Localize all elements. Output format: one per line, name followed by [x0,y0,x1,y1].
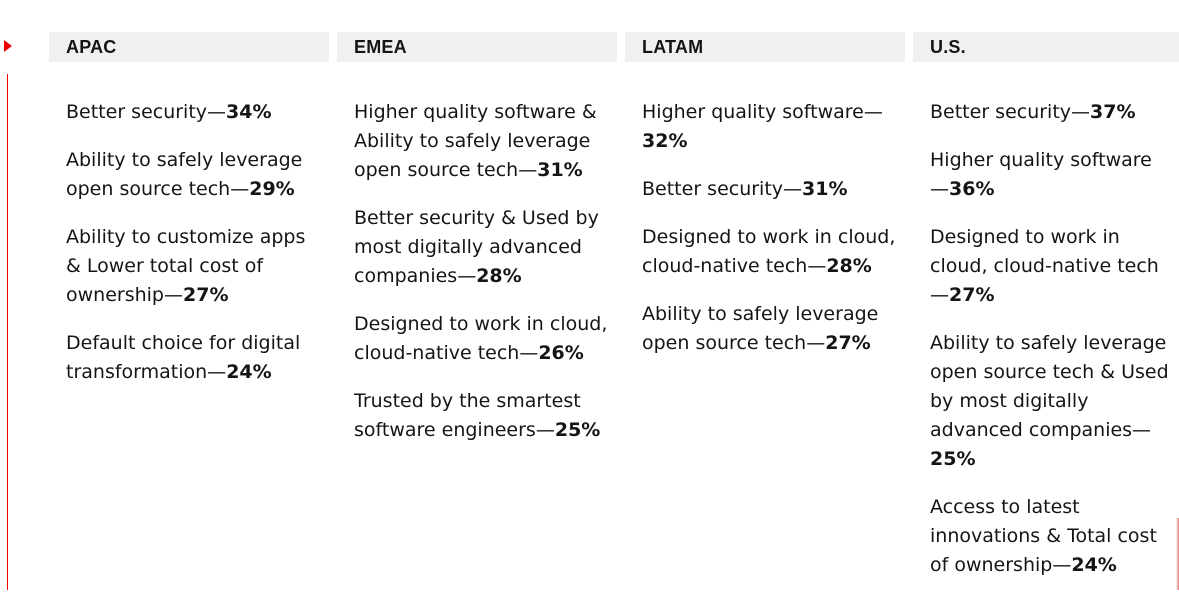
list-item: Better security & Used by most digitally… [354,207,599,287]
list-item: Higher quality software & Ability to saf… [354,101,597,181]
percentage-value: 26% [538,342,584,364]
percentage-value: 25% [930,448,976,470]
item-list-latam: Higher quality software—32% Better secur… [625,98,897,358]
percentage-value: 31% [537,159,583,181]
percentage-value: 29% [249,178,295,200]
percentage-value: 34% [226,101,272,123]
percentage-value: 24% [1071,554,1117,576]
percentage-value: 36% [949,178,995,200]
percentage-value: 27% [949,284,995,306]
column-apac: APAC Better security—34% Ability to safe… [49,32,329,599]
list-item: Ability to safely leverage open source t… [66,149,303,200]
region-columns: APAC Better security—34% Ability to safe… [49,32,1179,599]
list-item: Better security—37% [930,101,1136,123]
column-emea: EMEA Higher quality software & Ability t… [337,32,617,599]
percentage-value: 28% [826,255,872,277]
percentage-value: 32% [642,130,688,152]
percentage-value: 37% [1090,101,1136,123]
percentage-value: 24% [226,361,272,383]
percentage-value: 27% [825,332,871,354]
column-header-emea: EMEA [337,32,617,62]
item-list-us: Better security—37% Higher quality softw… [913,98,1170,580]
column-us: U.S. Better security—37% Higher quality … [913,32,1179,599]
list-item: Higher quality software—32% [642,101,883,152]
percentage-value: 28% [476,265,522,287]
column-header-latam: LATAM [625,32,905,62]
list-item: Designed to work in cloud, cloud-native … [354,313,608,364]
item-list-apac: Better security—34% Ability to safely le… [49,98,321,387]
list-item: Ability to safely leverage open source t… [642,303,879,354]
item-list-emea: Higher quality software & Ability to saf… [337,98,609,445]
accent-arrow-icon [4,40,12,52]
accent-rule [7,74,8,590]
edge-shadow [1176,518,1179,590]
list-item: Trusted by the smartest software enginee… [354,390,601,441]
list-item: Better security—31% [642,178,848,200]
percentage-value: 31% [802,178,848,200]
percentage-value: 25% [554,419,601,441]
list-item: Designed to work in cloud, cloud-native … [642,226,896,277]
column-header-apac: APAC [49,32,329,62]
list-item: Designed to work in cloud, cloud-native … [930,226,1159,306]
column-header-us: U.S. [913,32,1179,62]
percentage-value: 27% [183,284,229,306]
column-latam: LATAM Higher quality software—32% Better… [625,32,905,599]
list-item: Better security—34% [66,101,272,123]
list-item: Access to latest innovations & Total cos… [930,496,1157,576]
list-item: Ability to customize apps & Lower total … [66,226,306,306]
list-item: Default choice for digital transformatio… [66,332,301,383]
list-item: Ability to safely leverage open source t… [930,332,1169,470]
list-item: Higher quality software—36% [930,149,1152,200]
